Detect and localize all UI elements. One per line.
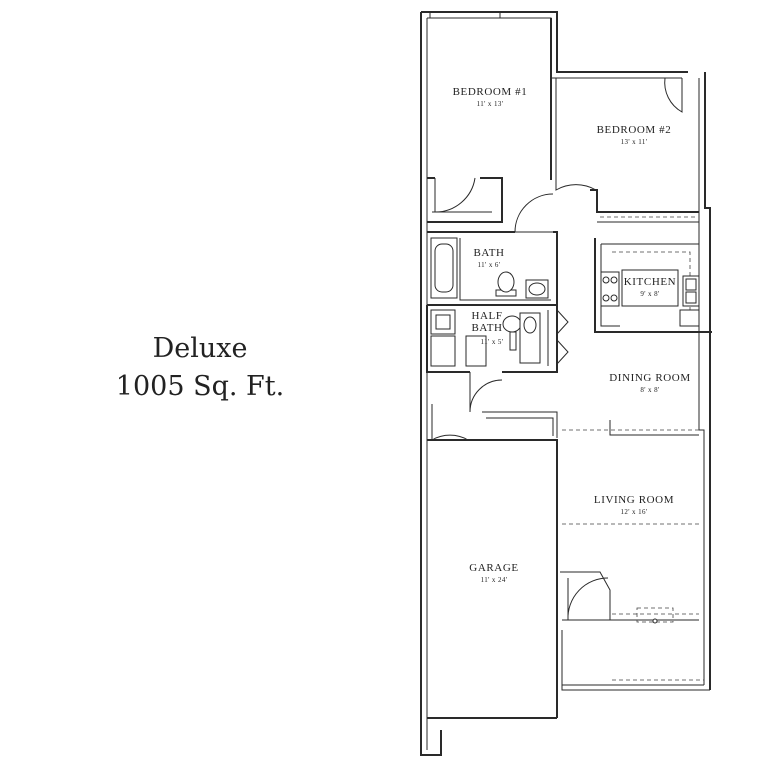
plan-area: 1005 Sq. Ft. <box>115 371 285 402</box>
room-dims-bedroom2: 13' x 11' <box>621 138 648 146</box>
interior-walls <box>426 18 712 630</box>
room-label-halfbath-line1: HALF <box>471 310 502 322</box>
room-label-kitchen: KITCHEN <box>624 276 676 288</box>
room-label-dining: DINING ROOM <box>609 372 690 384</box>
room-label-bedroom1: BEDROOM #1 <box>453 86 528 98</box>
room-dims-bedroom1: 11' x 13' <box>477 100 504 108</box>
bathtub-icon <box>430 237 458 299</box>
toilet-icon <box>495 271 522 351</box>
sink-icon <box>519 275 700 364</box>
room-label-halfbath-line2: BATH <box>471 322 502 334</box>
room-label-bath: BATH <box>473 247 504 259</box>
patio-fixtures <box>636 607 674 624</box>
door-swing-icon <box>429 12 683 621</box>
room-dims-bath: 11' x 6' <box>478 261 501 269</box>
plan-name: Deluxe <box>152 333 248 364</box>
washer-dryer-icon <box>430 309 487 367</box>
plan-title-block: Deluxe 1005 Sq. Ft. <box>70 330 330 406</box>
exterior-walls <box>420 11 711 756</box>
room-label-garage: GARAGE <box>469 562 518 574</box>
stove-icon <box>600 269 679 307</box>
room-dims-halfbath: 11' x 5' <box>481 338 504 346</box>
room-dims-kitchen: 9' x 8' <box>640 290 659 298</box>
room-dims-dining: 8' x 8' <box>640 386 659 394</box>
room-labels: BEDROOM #1 11' x 13' BEDROOM #2 13' x 11… <box>453 86 691 584</box>
room-label-living: LIVING ROOM <box>594 494 674 506</box>
room-dims-garage: 11' x 24' <box>481 576 508 584</box>
room-label-bedroom2: BEDROOM #2 <box>597 124 672 136</box>
room-dims-living: 12' x 16' <box>620 508 647 516</box>
